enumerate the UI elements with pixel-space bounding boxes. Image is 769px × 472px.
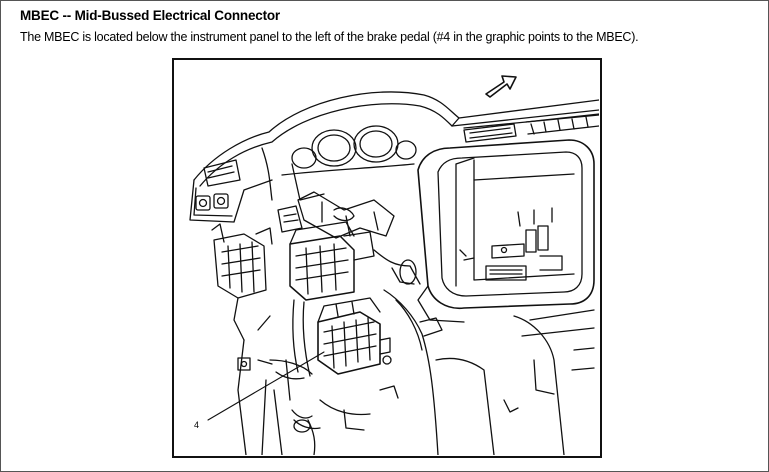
glove-box-opening (417, 139, 595, 323)
steering-column-support (277, 191, 395, 239)
section-title: MBEC -- Mid-Bussed Electrical Connector (20, 8, 280, 23)
lower-dash-structure (293, 249, 595, 455)
instrument-panel-outline (189, 91, 599, 223)
callout-4: 4 (194, 351, 325, 430)
mbec-connector (317, 297, 392, 375)
mbec-location-illustration: 4 (172, 58, 602, 458)
callout-label: 4 (194, 420, 199, 430)
wiring-harness (237, 299, 316, 455)
left-connector-module (211, 223, 273, 341)
section-description: The MBEC is located below the instrument… (20, 30, 639, 44)
arrow-icon (485, 75, 517, 98)
upper-relay-block (289, 221, 375, 301)
